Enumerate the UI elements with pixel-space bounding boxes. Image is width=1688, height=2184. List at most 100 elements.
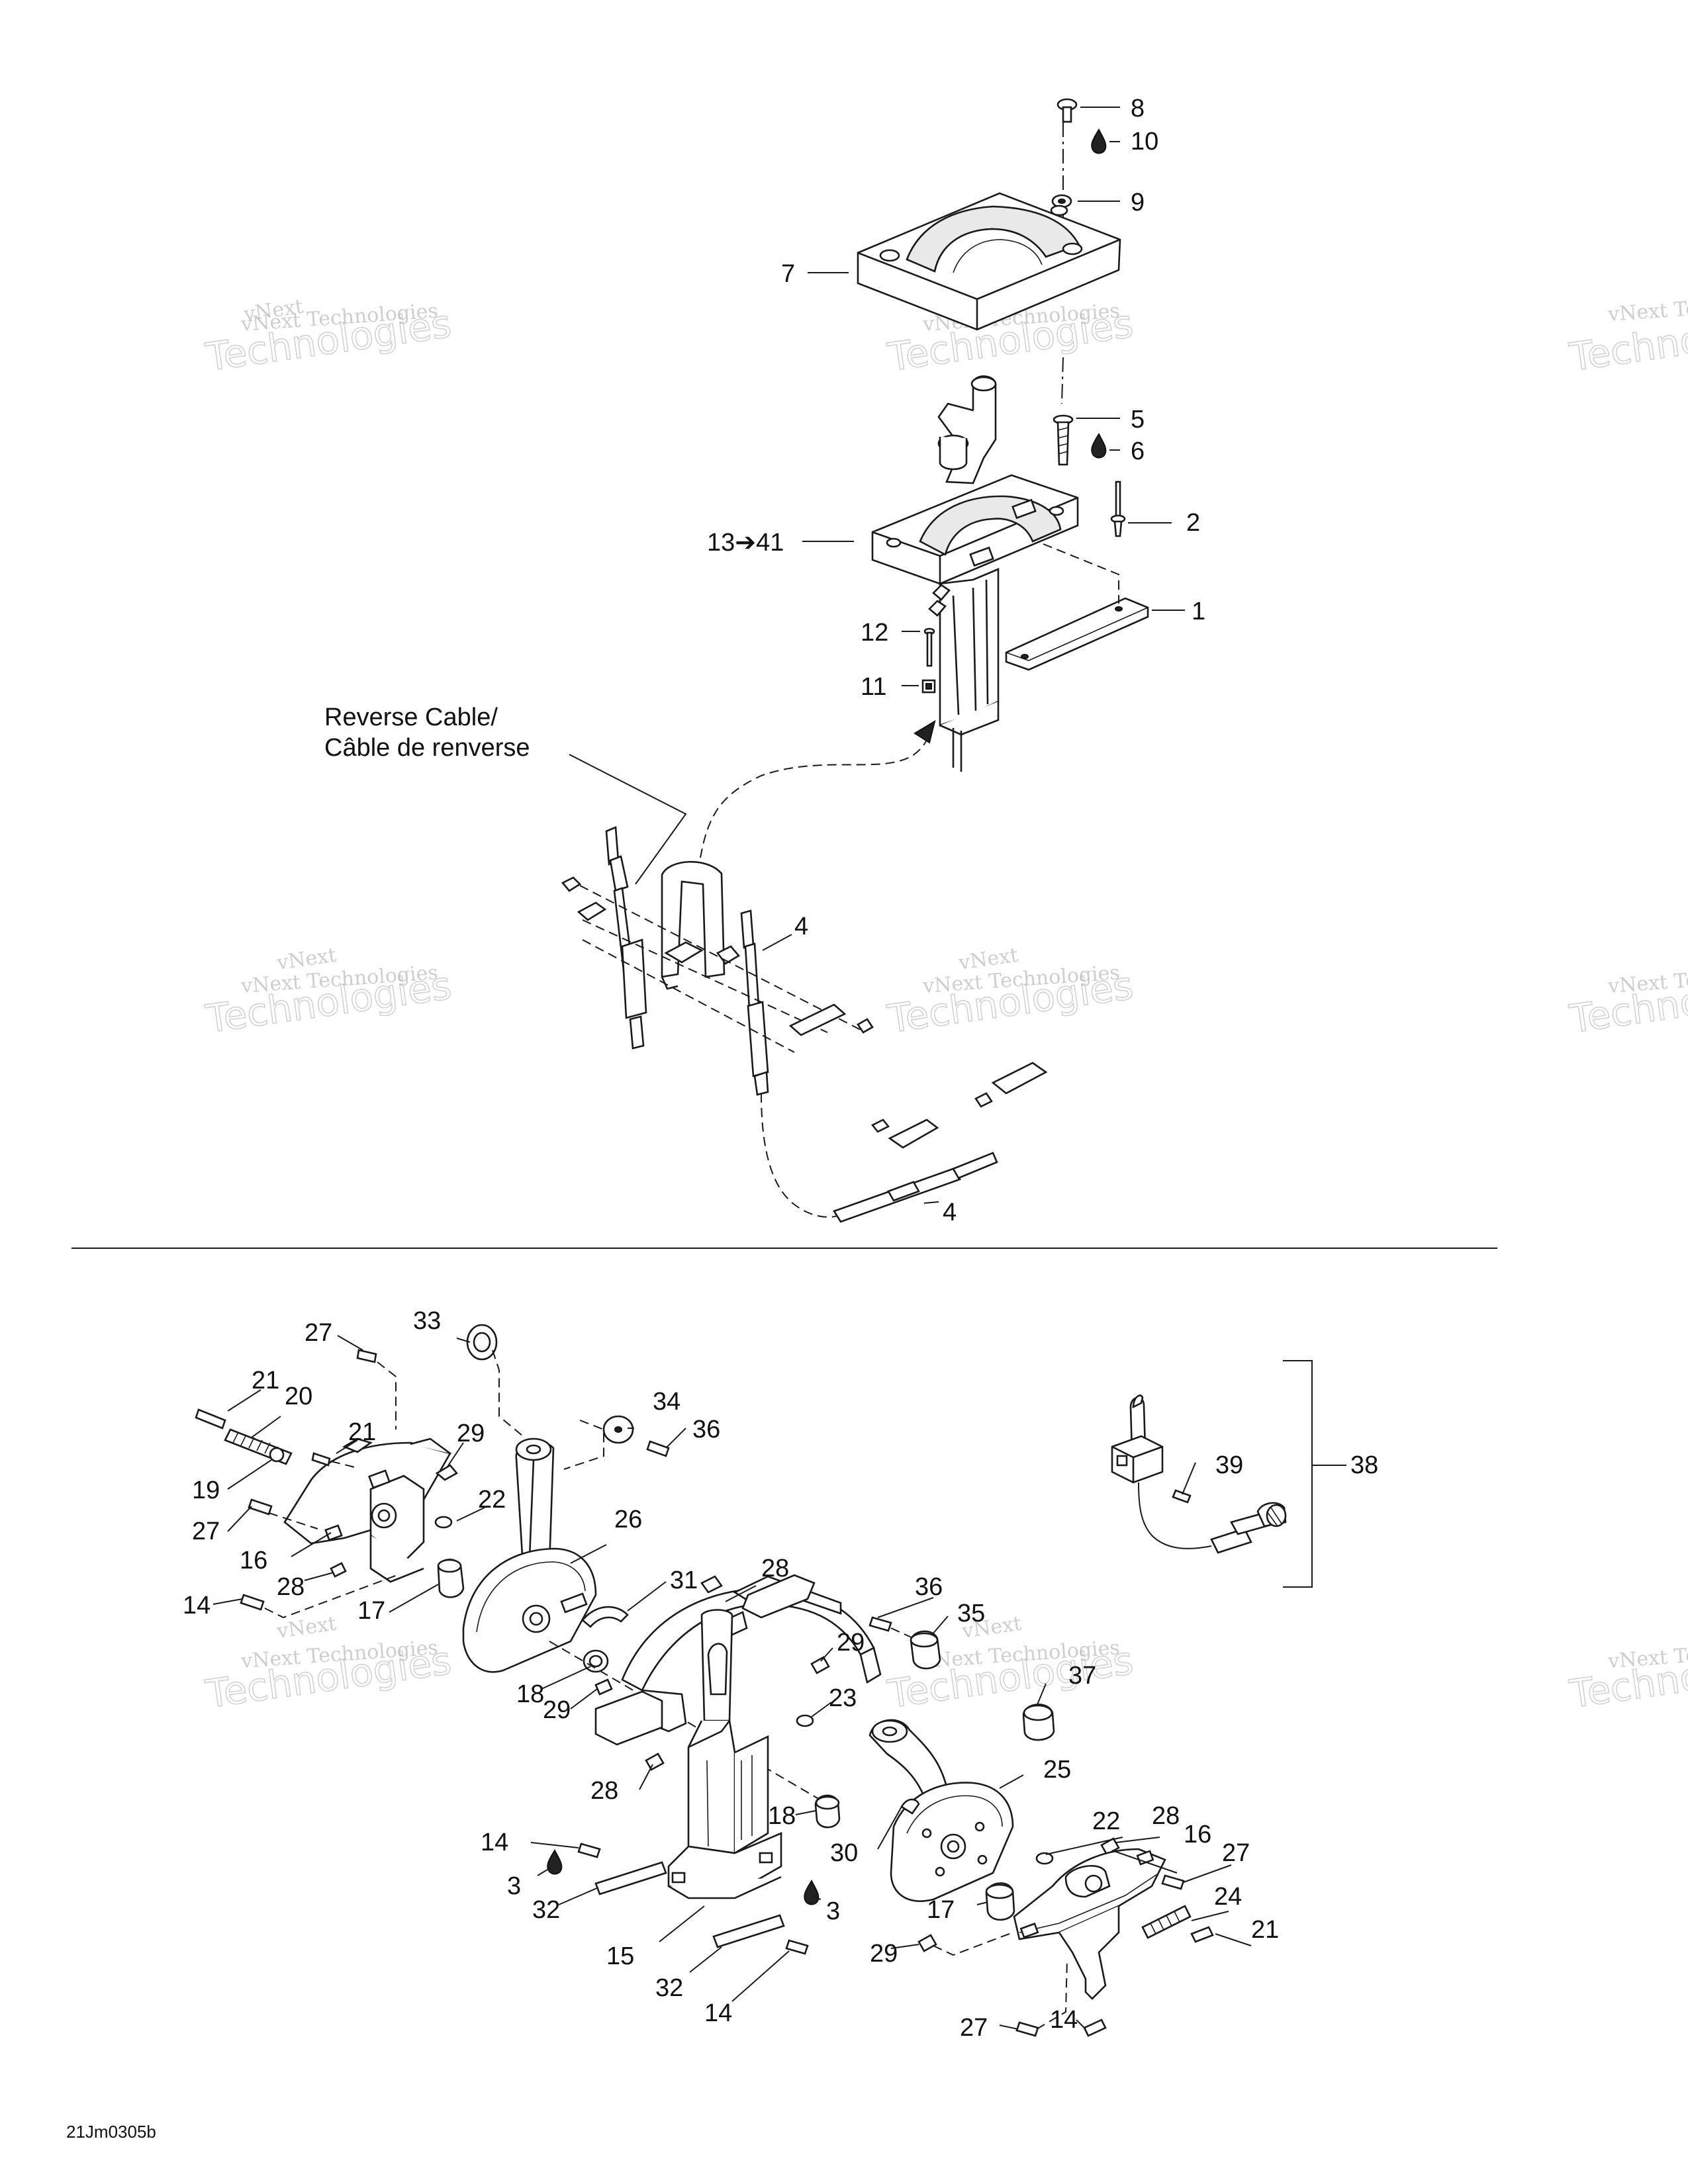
arrowhead <box>914 719 936 744</box>
callout-34: 34 <box>653 1388 680 1416</box>
callout-2: 2 <box>1186 509 1200 537</box>
callout-23: 23 <box>829 1684 857 1712</box>
control-assembly-13-41 <box>871 375 1079 772</box>
callout-25: 25 <box>1043 1756 1071 1784</box>
callout-20: 20 <box>285 1383 312 1410</box>
callout-32b: 32 <box>655 1974 683 2002</box>
callout-14a: 14 <box>183 1592 211 1619</box>
callout-8: 8 <box>1131 95 1145 122</box>
callout-labels: 8 10 9 7 5 6 2 13➔41 1 12 11 4 4 27 33 2… <box>183 95 1378 2042</box>
callout-19: 19 <box>192 1477 220 1504</box>
callout-28b: 28 <box>761 1555 789 1582</box>
screw-part-12 <box>923 627 935 667</box>
sealant-drop-icon <box>1091 128 1107 154</box>
reference-code: 21Jm0305b <box>66 2122 156 2142</box>
cap-part-37 <box>1022 1704 1055 1741</box>
callout-13-41: 13➔41 <box>707 529 784 557</box>
cover-part-7 <box>857 192 1121 331</box>
callout-17a: 17 <box>357 1597 385 1625</box>
callout-14c: 14 <box>704 1999 732 2027</box>
callout-21a: 21 <box>252 1367 279 1394</box>
cable-end-fittings <box>833 1062 1048 1223</box>
callout-28a: 28 <box>277 1573 305 1601</box>
callout-28d: 28 <box>1152 1802 1180 1830</box>
washer-part-34 <box>602 1415 634 1444</box>
lever-part-25 <box>868 1719 1014 1902</box>
watermark-top-right: vNext Technologies Technologies <box>1566 289 1688 381</box>
nut-part-11 <box>921 679 936 694</box>
callout-32a: 32 <box>532 1896 560 1924</box>
callout-31: 31 <box>670 1567 698 1594</box>
clip-part-28 <box>700 1575 723 1594</box>
reverse-cable-path <box>700 731 930 858</box>
callout-21b: 21 <box>348 1418 376 1446</box>
washer-part-33 <box>466 1324 498 1361</box>
callout-15: 15 <box>606 1942 634 1970</box>
callout-27d: 27 <box>960 2014 988 2042</box>
callout-14d: 14 <box>1050 2006 1078 2034</box>
callout-36a: 36 <box>692 1416 720 1443</box>
callout-36b: 36 <box>915 1573 943 1601</box>
assembly-line <box>1036 1958 1068 2030</box>
sealant-drop-icon <box>547 1848 563 1875</box>
callout-9: 9 <box>1131 189 1145 216</box>
callout-30: 30 <box>830 1839 858 1867</box>
detent-assembly-right <box>1013 1848 1166 2000</box>
callout-38: 38 <box>1350 1451 1378 1479</box>
cable-path <box>761 1093 840 1218</box>
leader-lines <box>212 107 1346 2030</box>
lever-part-26 <box>462 1437 597 1673</box>
callout-12: 12 <box>861 619 888 647</box>
callout-14b: 14 <box>481 1829 508 1856</box>
assembly-line <box>1043 543 1119 604</box>
callout-5: 5 <box>1131 406 1145 433</box>
callout-3a: 3 <box>507 1872 521 1900</box>
plate-part-32 <box>594 1861 667 1895</box>
callout-27a: 27 <box>305 1319 332 1347</box>
callout-21c: 21 <box>1251 1916 1279 1944</box>
assembly-line <box>933 1932 1013 1956</box>
note-leader <box>569 754 687 885</box>
assembly-line <box>582 919 828 1033</box>
watermark-middle-center: vNext vNext Technologies Technologies <box>884 944 1137 1042</box>
bracket-part-1 <box>1005 597 1149 671</box>
callout-35: 35 <box>957 1600 985 1627</box>
watermark-lower-right: vNext Technologies Technologies <box>1566 1636 1688 1717</box>
screw-part-8 <box>1056 98 1078 123</box>
callout-24: 24 <box>1214 1883 1242 1911</box>
reverse-cable-note-line1: Reverse Cable/ <box>324 704 498 731</box>
callout-29d: 29 <box>870 1940 898 1968</box>
callout-26: 26 <box>614 1506 642 1533</box>
watermark-top-left: vNext vNext Technologies Technologies <box>203 295 455 381</box>
callout-22b: 22 <box>1092 1807 1120 1835</box>
callout-7: 7 <box>781 260 795 288</box>
callout-4b: 4 <box>943 1199 957 1226</box>
assembly-line <box>492 1349 524 1437</box>
callout-6: 6 <box>1131 437 1145 465</box>
callout-11: 11 <box>861 673 886 701</box>
callout-1: 1 <box>1192 598 1205 625</box>
cable-mount-assembly <box>561 826 874 1096</box>
clip-part-31 <box>581 1606 629 1628</box>
callout-29a: 29 <box>457 1420 485 1447</box>
assembly-line <box>377 1361 397 1430</box>
callout-16a: 16 <box>240 1547 267 1574</box>
axis-line <box>1061 357 1064 404</box>
assembly-line <box>563 1420 604 1470</box>
callout-10: 10 <box>1131 128 1158 156</box>
reverse-cable-note-line2: Câble de renverse <box>324 734 530 762</box>
main-housing-part-15 <box>594 1575 882 1899</box>
screw-part-5 <box>1053 414 1074 466</box>
assembly-line <box>582 939 795 1053</box>
callout-22a: 22 <box>478 1486 506 1514</box>
watermark-middle-right: vNext Technologies Technologies <box>1566 961 1688 1042</box>
bushing-part-35 <box>910 1630 941 1670</box>
callout-27b: 27 <box>192 1518 220 1545</box>
assembly-line <box>890 1627 921 1642</box>
callout-18b: 18 <box>768 1802 796 1830</box>
callout-29c: 29 <box>543 1696 571 1724</box>
assembly-line <box>268 1512 318 1529</box>
switch-assembly-part-38 <box>1111 1394 1287 1554</box>
assembly-line <box>579 885 861 1030</box>
